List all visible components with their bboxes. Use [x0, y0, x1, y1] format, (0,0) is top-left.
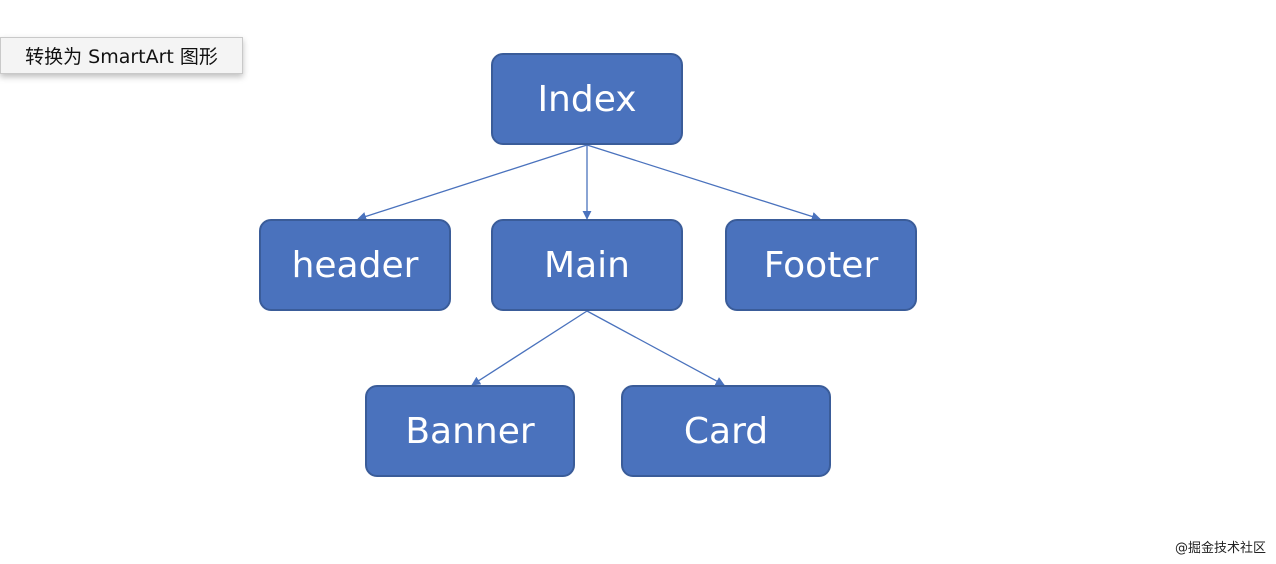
edge-main-banner — [471, 310, 588, 386]
watermark: @掘金技术社区 — [1174, 541, 1266, 556]
node-footer[interactable]: Footer — [725, 219, 917, 311]
edge-index-header — [357, 144, 588, 221]
node-header[interactable]: header — [259, 219, 451, 311]
convert-to-smartart-button[interactable]: 转换为 SmartArt 图形 — [0, 37, 243, 74]
edge-main-card — [586, 310, 725, 386]
node-index[interactable]: Index — [491, 53, 683, 145]
node-main[interactable]: Main — [491, 219, 683, 311]
edge-index-footer — [586, 144, 821, 221]
node-card[interactable]: Card — [621, 385, 831, 477]
node-banner[interactable]: Banner — [365, 385, 575, 477]
